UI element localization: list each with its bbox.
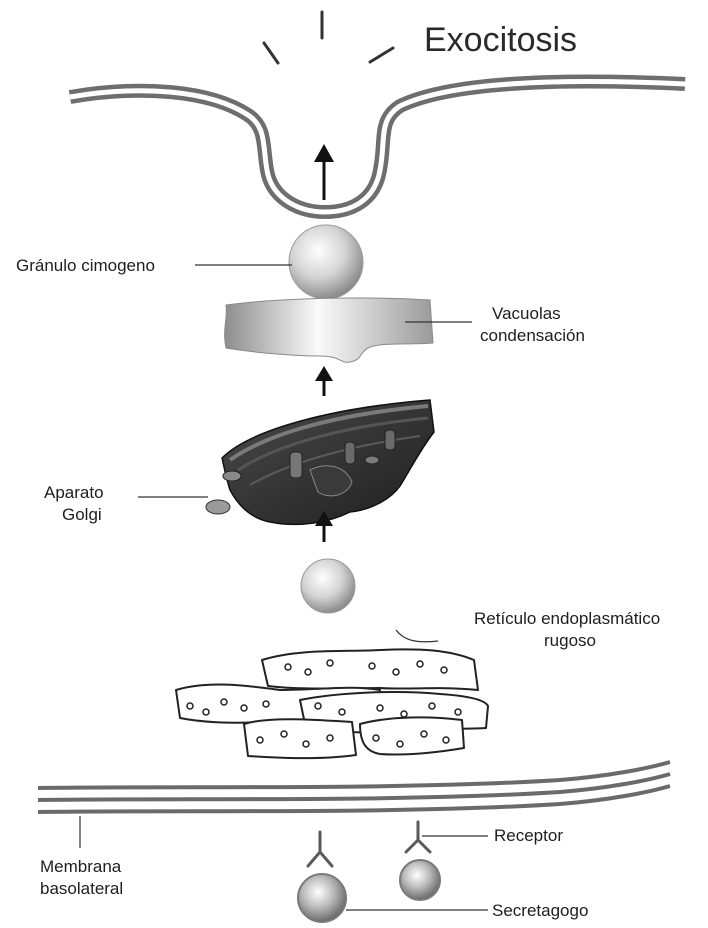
arrow-up-icon [315, 366, 333, 396]
label-reticulo-line1: Retículo endoplasmático [474, 608, 660, 630]
rough-endoplasmic-reticulum [176, 649, 488, 758]
secretagogue-ligand [400, 860, 440, 900]
label-vacuolas-line2: condensación [480, 325, 585, 347]
basolateral-membrane [38, 762, 670, 812]
label-receptor: Receptor [494, 825, 563, 847]
label-granulo-cimogeno: Gránulo cimogeno [16, 255, 155, 277]
exocytosis-burst-marks [264, 12, 393, 63]
label-vacuolas-line1: Vacuolas [492, 303, 561, 325]
golgi-apparatus [206, 400, 434, 524]
label-reticulo-line2: rugoso [544, 630, 596, 652]
arrow-up-icon [314, 144, 334, 200]
secretagogue-ligand [298, 874, 346, 922]
zymogen-granule [289, 225, 363, 299]
reticulo-pointer-line [396, 630, 438, 642]
transport-vesicle [301, 559, 355, 613]
label-membrana-line1: Membrana [40, 856, 121, 878]
apical-membrane [70, 82, 685, 212]
receptor-icon [308, 822, 430, 866]
condensing-vacuole [225, 298, 433, 362]
label-membrana-line2: basolateral [40, 878, 123, 900]
diagram-title: Exocitosis [424, 20, 577, 60]
label-aparato-line1: Aparato [44, 482, 104, 504]
label-secretagogo: Secretagogo [492, 900, 588, 922]
label-aparato-line2: Golgi [62, 504, 102, 526]
